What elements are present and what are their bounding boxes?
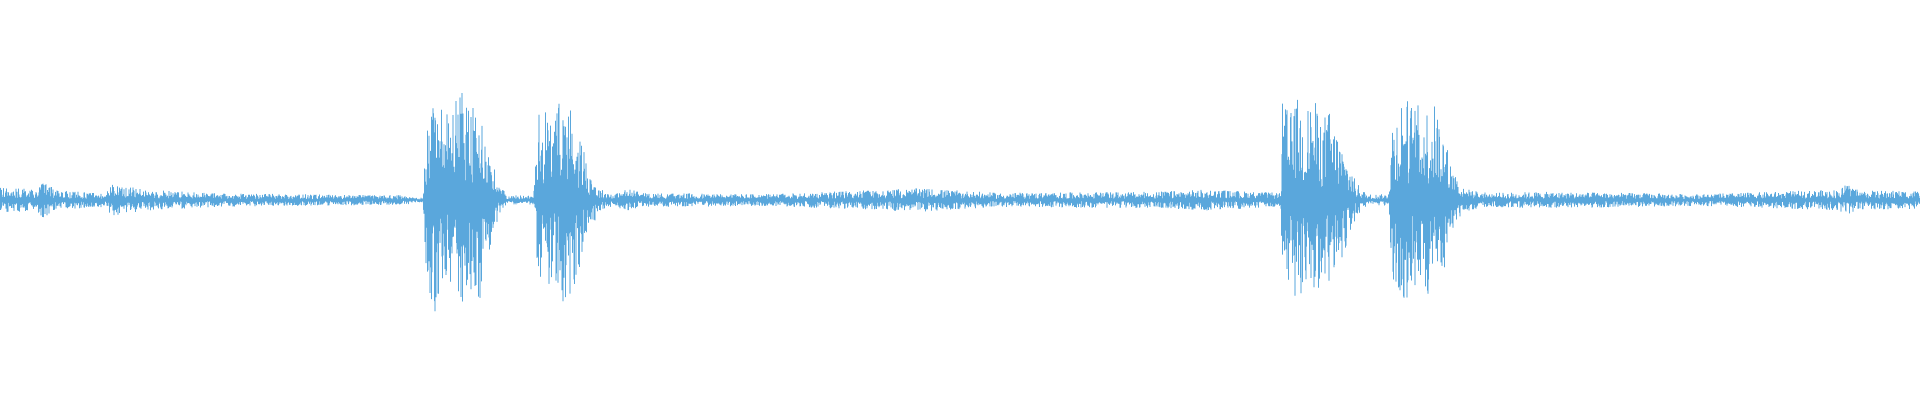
waveform-trace: [0, 93, 1920, 312]
